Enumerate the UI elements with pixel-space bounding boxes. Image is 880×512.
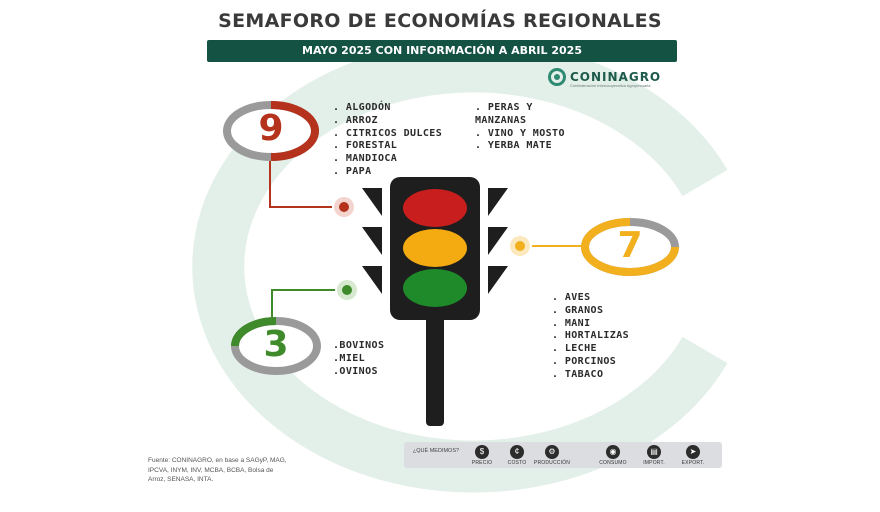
list-item: . GRANOS <box>552 304 604 316</box>
legend-item-precio: $ PRECIO <box>462 445 502 466</box>
list-item: . ARROZ <box>333 114 378 126</box>
legend-label: EXPORT. <box>681 460 705 466</box>
list-item: . MANDIOCA <box>333 153 398 165</box>
list-item: . PAPA <box>333 165 372 177</box>
list-item: . FORESTAL <box>333 140 398 152</box>
import-icon: ▤ <box>647 445 661 459</box>
legend-item-export: ➤ EXPORT. <box>673 445 713 466</box>
coninagro-logo-icon <box>548 68 566 86</box>
green-count: 3 <box>263 324 289 365</box>
list-item: . PERAS Y <box>475 102 533 113</box>
cost-icon: ¢ <box>510 445 524 459</box>
logo-tagline: Confederación Intercooperativa Agropecua… <box>570 83 651 88</box>
green-count-ring <box>231 317 321 375</box>
red-lamp <box>403 189 467 227</box>
source-note: Fuente: CONINAGRO, en base a SAGyP, MAG,… <box>148 457 287 483</box>
legend-label: CONSUMO <box>599 460 627 466</box>
legend-label: PRECIO <box>471 460 493 466</box>
export-icon: ➤ <box>686 445 700 459</box>
page-title: SEMAFORO DE ECONOMÍAS REGIONALES <box>218 10 662 32</box>
red-list-col2: . PERAS Y MANZANAS . VINO Y MOSTO . YERB… <box>475 102 565 153</box>
yellow-count: 7 <box>617 225 643 266</box>
list-item: . MANI <box>552 317 591 329</box>
legend-item-costo: ¢ COSTO <box>497 445 537 466</box>
list-item: . ALGODÓN <box>333 102 391 113</box>
list-item: . PORCINOS <box>552 355 617 367</box>
green-lamp <box>403 269 467 307</box>
legend-label: PRODUCCIÓN <box>533 460 571 466</box>
logo-name: CONINAGRO <box>570 70 662 84</box>
green-list: .BOVINOS .MIEL .OVINOS <box>333 340 384 378</box>
legend-item-consumo: ◉ CONSUMO <box>593 445 633 466</box>
list-item: . CITRICOS DULCES <box>333 127 443 139</box>
red-list-col1: . ALGODÓN . ARROZ . CITRICOS DULCES . FO… <box>333 102 442 179</box>
page-subtitle: MAYO 2025 CON INFORMACIÓN A ABRIL 2025 <box>207 40 677 62</box>
price-icon: $ <box>475 445 489 459</box>
list-item: .OVINOS <box>333 365 378 377</box>
legend-label: IMPORT. <box>643 460 665 466</box>
coninagro-logo: CONINAGRO <box>548 67 661 87</box>
list-item: MANZANAS <box>475 114 527 126</box>
list-item: . TABACO <box>552 368 604 380</box>
traffic-light-pole <box>426 319 444 426</box>
yellow-count-ring <box>580 218 679 276</box>
list-item: . LECHE <box>552 343 597 355</box>
production-icon: ⚙ <box>545 445 559 459</box>
legend-item-produccion: ⚙ PRODUCCIÓN <box>532 445 572 466</box>
legend-panel <box>404 442 722 468</box>
legend-title: ¿QUÉ MEDIMOS? <box>412 448 460 454</box>
list-item: . VINO Y MOSTO <box>475 127 565 139</box>
list-item: . HORTALIZAS <box>552 330 630 342</box>
yellow-lamp <box>403 229 467 267</box>
list-item: .BOVINOS <box>333 340 385 351</box>
red-count: 9 <box>258 108 284 149</box>
red-count-ring <box>223 101 319 161</box>
list-item: . YERBA MATE <box>475 140 553 152</box>
list-item: . AVES <box>552 292 591 303</box>
legend-item-import: ▤ IMPORT. <box>634 445 674 466</box>
yellow-list: . AVES . GRANOS . MANI . HORTALIZAS . LE… <box>552 292 629 382</box>
list-item: .MIEL <box>333 352 366 364</box>
consumption-icon: ◉ <box>606 445 620 459</box>
legend-label: COSTO <box>507 460 527 466</box>
